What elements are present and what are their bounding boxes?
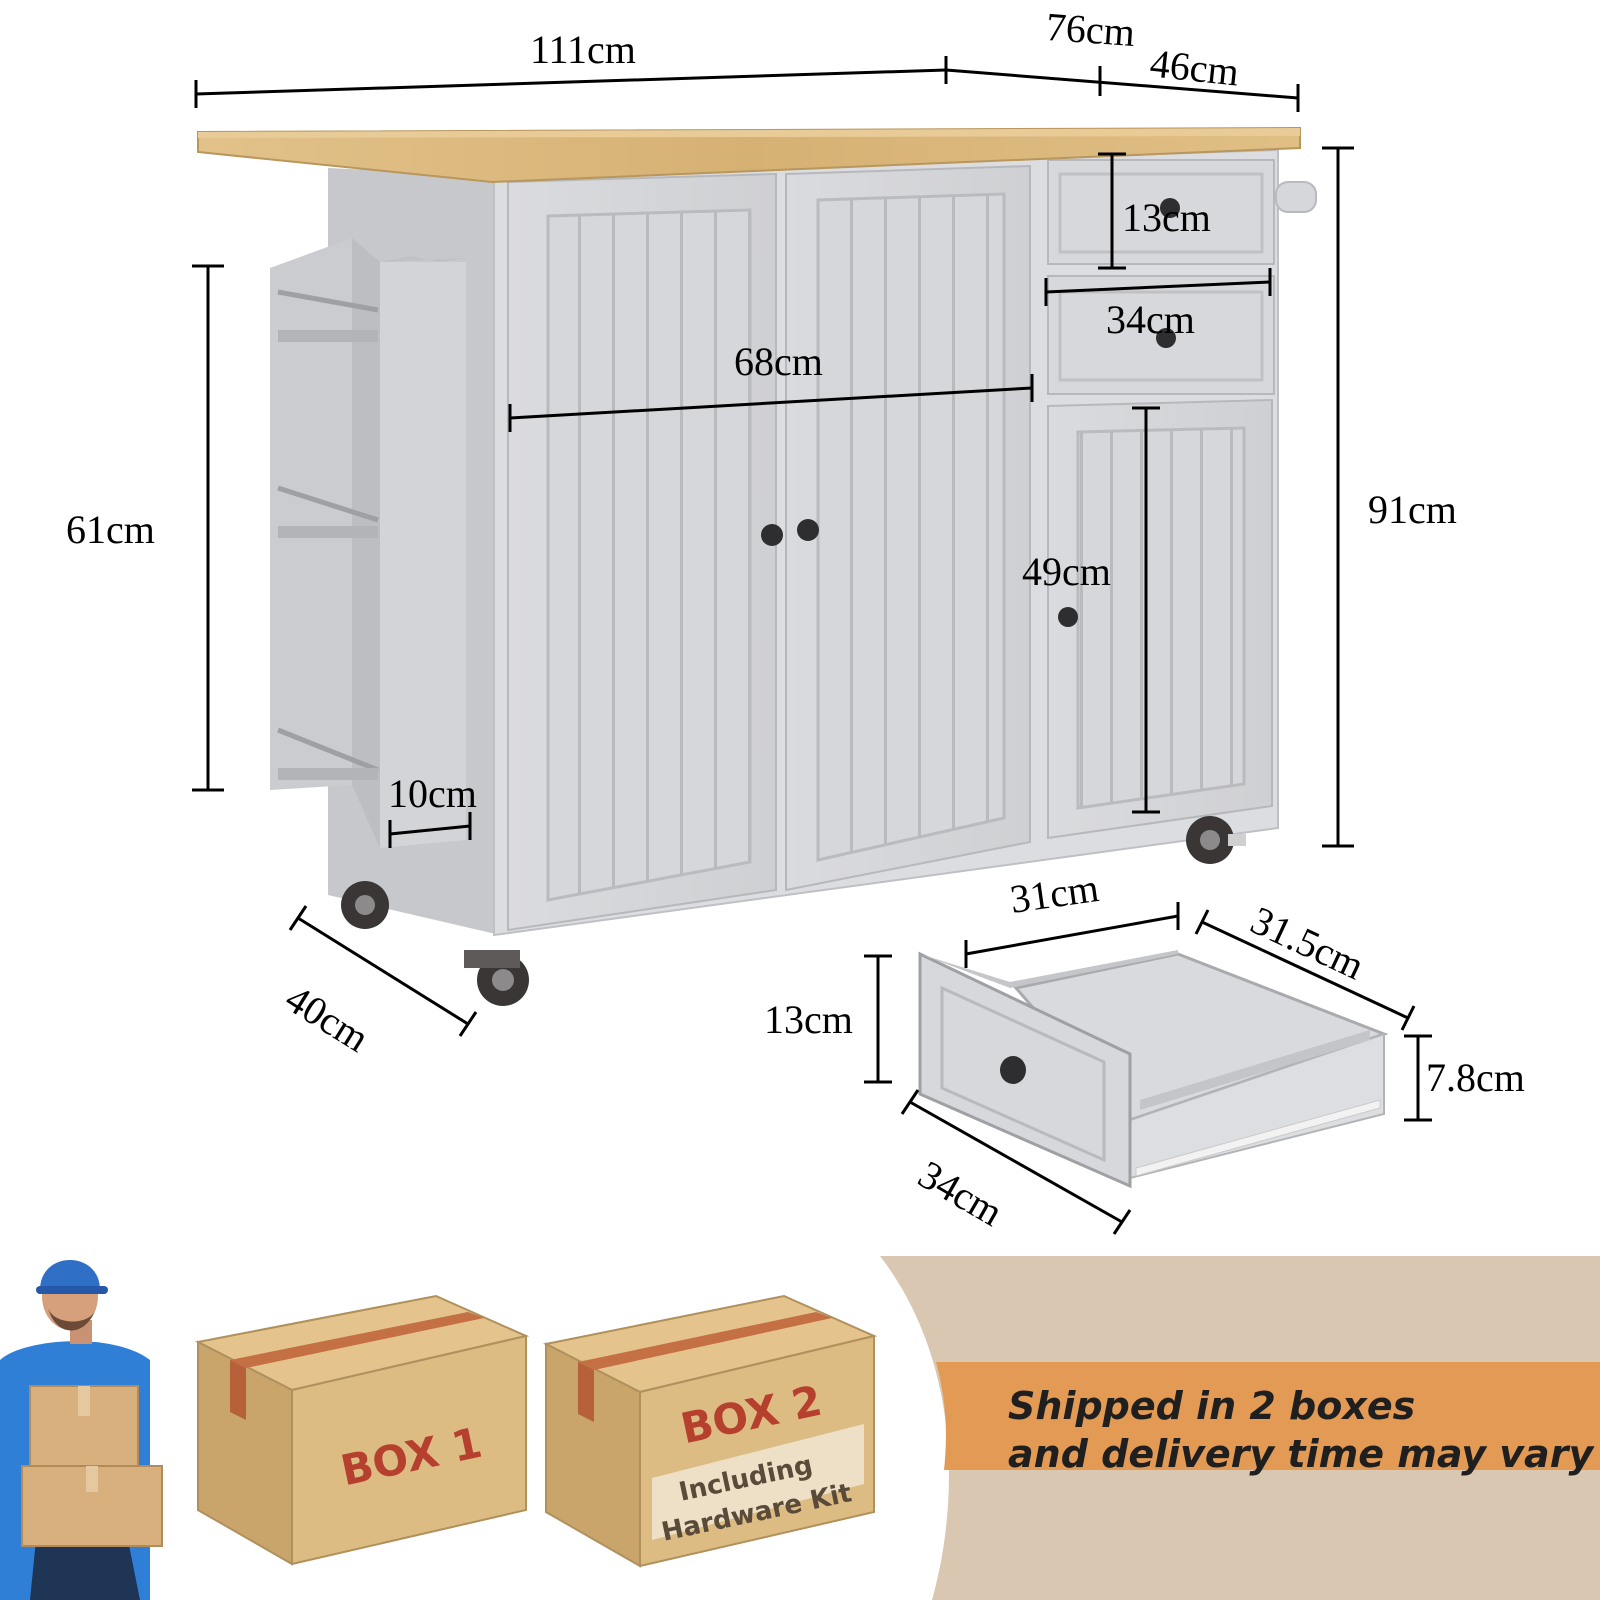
dimension-lines	[192, 56, 1354, 1037]
shipping-message-line2: and delivery time may vary	[1008, 1432, 1594, 1476]
drawer-width-label: 34cm	[1106, 297, 1195, 342]
top-depth-label: 46cm	[1147, 40, 1242, 95]
rack-depth-label: 10cm	[388, 771, 477, 816]
drawer-front-height-label: 13cm	[764, 997, 853, 1042]
box-1-illustration	[194, 1294, 530, 1566]
drawer-dimension-lines	[864, 902, 1432, 1235]
extended-depth-label: 76cm	[1044, 3, 1137, 56]
shipping-message: Shipped in 2 boxes and delivery time may…	[1008, 1382, 1593, 1478]
shipping-message-line1: Shipped in 2 boxes	[1008, 1384, 1416, 1428]
single-door	[1047, 398, 1273, 840]
spice-rack	[270, 238, 466, 848]
box-2-illustration	[542, 1294, 878, 1568]
kitchen-island	[197, 126, 1317, 1006]
double-doors	[507, 164, 1031, 932]
top-drawer-height-label: 13cm	[1122, 195, 1211, 240]
doors-width-label: 68cm	[734, 339, 823, 384]
towel-bar	[1275, 181, 1317, 213]
side-door-height-label: 49cm	[1022, 549, 1111, 594]
shipping-banner	[880, 1256, 1600, 1600]
delivery-man-illustration	[0, 1260, 163, 1600]
caster-wheels	[341, 816, 1246, 1006]
countertop	[197, 126, 1301, 184]
drawer-detail	[918, 950, 1389, 1189]
drawer-side-height-label: 7.8cm	[1426, 1055, 1525, 1100]
rack-height-label: 61cm	[66, 507, 155, 552]
drawers	[1047, 159, 1275, 395]
overall-length-label: 111cm	[530, 27, 636, 72]
total-height-label: 91cm	[1368, 487, 1457, 532]
